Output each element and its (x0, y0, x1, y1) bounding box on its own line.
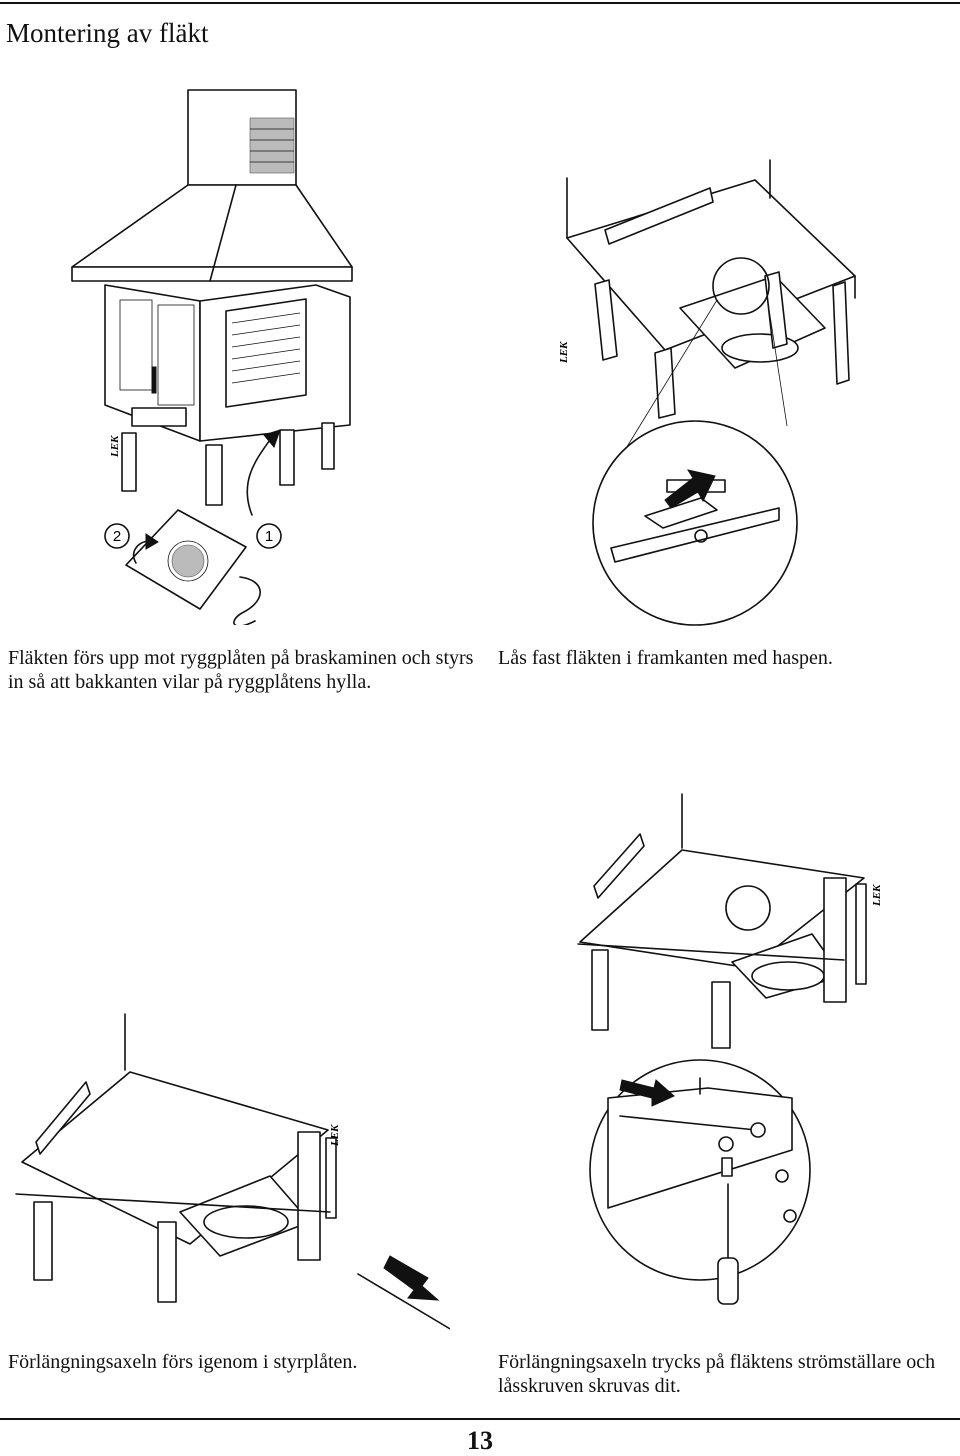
figure-lock-screw (580, 1058, 820, 1318)
firebox-slats (231, 312, 301, 384)
figure-frame-underside: LEK (572, 792, 892, 1052)
latch-illustration: LEK (558, 159, 856, 626)
caption-top-left: Fläkten förs upp mot ryggplåten på brask… (8, 647, 474, 693)
page-number: 13 (467, 1426, 493, 1455)
figure-shaft-insertion: LEK (10, 1012, 450, 1342)
screwdriver-icon (717, 1183, 739, 1305)
bottom-rule (0, 1418, 960, 1420)
step-1-number: 1 (265, 528, 273, 545)
step-2-marker (104, 523, 130, 549)
stove-illustration: LEK 2 1 (71, 89, 353, 625)
extension-shaft (357, 1273, 450, 1330)
figure-latch-lock: LEK (555, 158, 955, 628)
fan-unit (125, 509, 261, 625)
caption-bottom-right: Förlängningsaxeln trycks på fläktens str… (498, 1351, 936, 1397)
chimney-vent-grille (249, 117, 295, 174)
stove-label: LEK (558, 341, 570, 364)
top-rule (0, 2, 960, 4)
page-title: Montering av fläkt (6, 18, 209, 48)
stove-label: LEK (871, 884, 883, 907)
figure-fan-insertion: LEK 2 1 (60, 85, 390, 625)
stove-label: LEK (109, 435, 121, 458)
caption-bottom-left: Förlängningsaxeln förs igenom i styrplåt… (8, 1351, 358, 1373)
caption-top-right: Lås fast fläkten i framkanten med haspen… (498, 647, 833, 669)
latch-detail-zoom (592, 420, 798, 626)
frame-underside-illustration: LEK (577, 793, 883, 1049)
stove-label: LEK (329, 1124, 341, 1147)
lock-screw-illustration (589, 1059, 811, 1305)
step-1-marker (256, 523, 282, 549)
shaft-insertion-illustration: LEK (15, 1013, 450, 1330)
step-2-number: 2 (113, 528, 121, 545)
